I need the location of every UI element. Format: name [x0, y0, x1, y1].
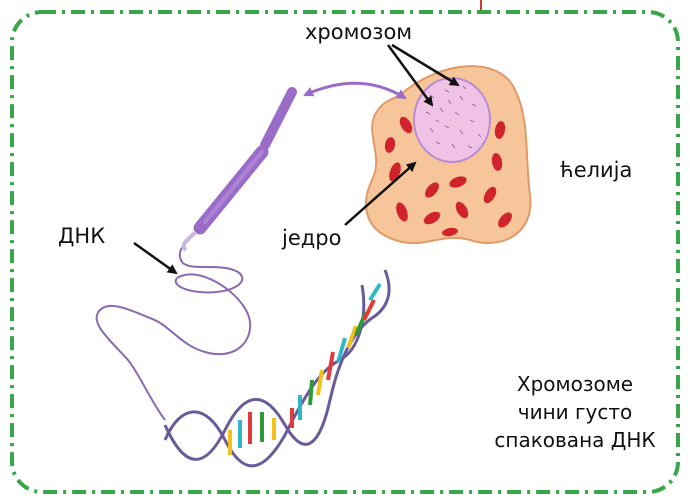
dna-thin-strand-light — [184, 232, 196, 250]
arrow-dna — [134, 243, 176, 273]
cell — [366, 66, 531, 243]
label-dna: ДНК — [58, 226, 105, 247]
caption-line-2: чини густо — [470, 398, 680, 426]
caption-line-1: Хромозоме — [470, 370, 680, 398]
label-nucleus: једро — [282, 228, 341, 249]
dna-thin-strand — [97, 230, 251, 420]
caption: Хромозоме чини густо спакована ДНК — [470, 370, 680, 454]
nucleus — [414, 78, 490, 162]
base-pairs — [230, 284, 380, 455]
label-chromosome: хромозом — [305, 22, 412, 43]
relation-arrow — [305, 83, 405, 98]
caption-line-3: спакована ДНК — [470, 426, 680, 454]
dna-double-helix — [165, 270, 389, 466]
label-cell: ћелија — [560, 160, 632, 181]
chromosome — [200, 92, 292, 228]
